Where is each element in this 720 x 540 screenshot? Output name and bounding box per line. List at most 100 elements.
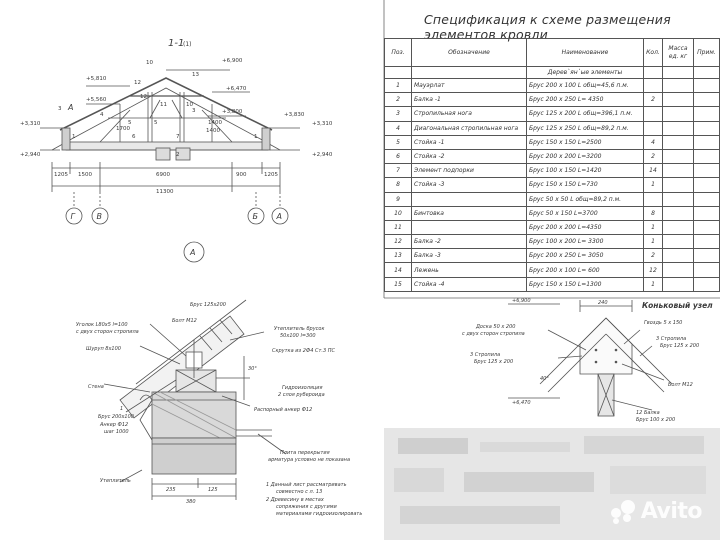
spec-cell-name: Брус 50 х 50 L общ=89,2 п.м. (526, 191, 644, 207)
detail-note-1b: совместно с л. 13 (276, 489, 322, 495)
pos-3b: 3 (58, 106, 62, 112)
spec-cell-note (693, 148, 720, 165)
elev-3800: +3,800 (222, 109, 243, 115)
spec-cell-label: Балка -3 (411, 248, 527, 264)
spec-cell-pos: 5 (384, 134, 412, 150)
ridge-label-beam2: Брус 100 х 200 (636, 417, 675, 423)
spec-cell-label (411, 191, 527, 207)
spec-cell-pos: 12 (384, 234, 412, 250)
spec-cell-qty (643, 77, 663, 94)
spec-cell-note (693, 234, 720, 250)
spec-cell-note (693, 134, 720, 150)
spec-cell-pos: 1 (384, 77, 412, 94)
detail-dim-235: 235 (166, 487, 176, 493)
detail-label-beam: Брус 125х200 (190, 302, 226, 308)
elev-5560: +5,560 (86, 97, 107, 103)
detail-dim-125: 125 (208, 487, 218, 493)
spec-cell-note (693, 177, 720, 193)
ridge-angle: 40° (540, 376, 549, 382)
spec-cell-name: Брус 150 х 150 L=730 (526, 177, 644, 193)
detail-label-waterproof2: 2 слоя рубероида (278, 392, 325, 398)
dim-1205-right: 1205 (264, 172, 278, 178)
ridge-elev-top: +6,900 (512, 298, 531, 304)
axis-a: А (276, 212, 282, 221)
detail-label-twist: Скрутка из 2Ф4 Ст.3 ПС (272, 348, 336, 354)
detail-note-1: 1 Данный лист рассматривать (266, 482, 347, 488)
spec-cell-note (693, 106, 720, 122)
ridge-label-rafter-right: 3 Стропила (656, 336, 686, 342)
pos-3: 3 (192, 108, 196, 114)
spec-cell-pos: 7 (384, 163, 412, 179)
blurred-title-block (384, 428, 720, 540)
section-1-1 (40, 69, 300, 263)
pos-4: 4 (100, 112, 104, 118)
detail-label-waterproof: Гидроизоляция (282, 385, 323, 391)
dim-6900: 6900 (156, 172, 170, 178)
spec-cell-note (693, 262, 720, 278)
section-texts: 1-1 (1) +6,900 +5,810 +5,560 +6,470 +3,8… (20, 38, 333, 257)
pos-1b: 1 (254, 134, 258, 140)
spec-cell-label (411, 219, 527, 236)
dim-1205-left: 1205 (54, 172, 68, 178)
avito-watermark: Avito (610, 499, 703, 524)
spec-cell-name: Брус 200 х 200 L=3200 (526, 148, 644, 165)
ridge-label-beam: 12 Балка (636, 410, 660, 416)
pos-5a: 5 (128, 120, 132, 126)
detail-a-texts: Брус 125х200 Болт М12 Уголок L80х5 l=100… (76, 302, 362, 517)
spec-cell-qty: 1 (643, 234, 663, 250)
spec-cell-label: Лежень (411, 262, 527, 278)
dim-900: 900 (236, 172, 247, 178)
ridge-elev-bottom: +6,470 (512, 400, 531, 406)
spec-cell-mass (662, 234, 694, 250)
pos-10b: 10 (186, 102, 193, 108)
ridge-label-rafter-right2: Брус 125 х 200 (660, 343, 699, 349)
dim-total: 11300 (156, 189, 174, 195)
spec-cell-pos: 15 (384, 276, 412, 292)
detail-label-slab2: арматура условно не показана (268, 457, 350, 463)
pos-12: 12 (134, 80, 141, 86)
elev-2940-right: +2,940 (312, 152, 333, 158)
spec-cell-name: Брус 100 х 150 L=1420 (526, 163, 644, 179)
spec-cell-mass (662, 163, 694, 179)
dim-1400a: 1400 (208, 120, 222, 126)
spec-cell-name: Брус 125 х 200 L общ=396,1 п.м. (526, 106, 644, 122)
spec-cell-note (693, 276, 720, 292)
pos-12b: 12 (140, 94, 147, 100)
detail-note-2b: сопряжения с другими (276, 504, 338, 510)
elev-5810: +5,810 (86, 76, 107, 82)
spec-cell-label: Бинтовка (411, 205, 527, 221)
spec-cell-name: Брус 200 х 100 L= 600 (526, 262, 644, 278)
spec-cell-pos: 8 (384, 177, 412, 193)
spec-cell-qty: 8 (643, 205, 663, 221)
spec-header-qty: Кол. (643, 38, 663, 67)
pos-2: 2 (176, 152, 180, 158)
detail-a (103, 299, 287, 500)
spec-cell-label: Стойка -1 (411, 134, 527, 150)
detail-label-brick: Утеплитель брусок (274, 326, 325, 332)
spec-cell-name: Брус 125 х 250 L общ=89,2 п.м. (526, 120, 644, 136)
avito-logo-icon (610, 499, 637, 524)
spec-cell-name: Брус 100 х 200 L= 3300 (526, 234, 644, 250)
spec-cell-qty (643, 120, 663, 136)
ridge-dim-240: 240 (598, 300, 608, 306)
spec-cell-pos: 6 (384, 148, 412, 165)
spec-cell-qty: 12 (643, 262, 663, 278)
spec-header-name: Наименование (526, 38, 644, 67)
spec-cell-name: Брус 50 х 150 L=3700 (526, 205, 644, 221)
detail-label-1: 1 (120, 406, 123, 412)
spec-cell-label: Стойка -2 (411, 148, 527, 165)
spec-cell-label: Балка -1 (411, 92, 527, 108)
section-title-suffix: (1) (183, 41, 192, 48)
elev-3310-left: +3,310 (20, 121, 41, 127)
spec-cell-name: Брус 150 х 150 L=2500 (526, 134, 644, 150)
